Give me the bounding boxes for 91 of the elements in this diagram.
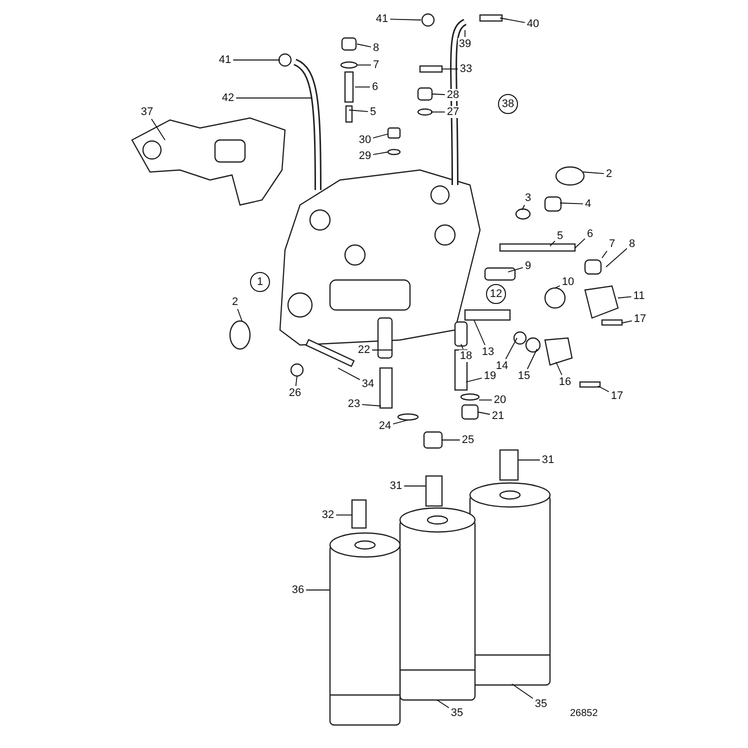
leader-line <box>362 404 382 406</box>
callout-number: 9 <box>524 260 532 272</box>
leader-line <box>392 420 408 424</box>
leader-line <box>356 64 372 66</box>
leader-line <box>372 134 388 138</box>
leader-line <box>606 248 628 268</box>
callout-number: 30 <box>358 134 372 146</box>
leader-line <box>442 68 458 70</box>
callout-number: 14 <box>494 360 510 372</box>
drawing-number: 26852 <box>570 708 598 719</box>
callout-number: 3 <box>524 192 532 204</box>
callout-number: 4 <box>584 198 592 210</box>
callout-number: 34 <box>360 378 376 390</box>
callout-number: 33 <box>458 63 474 75</box>
callout-number: 37 <box>140 106 154 118</box>
callout-number: 26 <box>288 387 302 399</box>
callout-number: 11 <box>632 290 646 302</box>
callout-number: 36 <box>290 584 306 596</box>
leader-line <box>474 320 486 346</box>
leader-line <box>522 204 525 210</box>
leader-line <box>598 386 610 392</box>
callout-number: 15 <box>516 370 532 382</box>
leader-line <box>550 240 556 246</box>
leader-line <box>295 376 298 386</box>
leader-line <box>436 700 450 708</box>
callout-number: 41 <box>374 13 390 25</box>
callout-number: 27 <box>446 106 460 118</box>
callout-number: 28 <box>446 89 460 101</box>
callout-number: 1 <box>250 272 270 292</box>
leader-line <box>526 348 538 370</box>
callout-number: 19 <box>482 370 498 382</box>
leader-line <box>478 412 490 415</box>
callout-number: 17 <box>632 313 648 325</box>
callout-number: 5 <box>556 230 564 242</box>
leader-line <box>336 514 352 516</box>
callout-number: 6 <box>586 228 594 240</box>
callout-number: 20 <box>492 394 508 406</box>
leader-line <box>560 202 584 204</box>
callout-number: 2 <box>230 296 240 308</box>
leader-line <box>151 118 166 140</box>
leader-line <box>512 684 534 699</box>
callout-number: 31 <box>388 480 404 492</box>
callout-number: 13 <box>480 346 496 358</box>
callout-number: 17 <box>610 390 624 402</box>
leader-line <box>508 267 524 272</box>
callout-number: 8 <box>628 238 636 250</box>
leader-line <box>554 285 560 288</box>
leader-line <box>505 338 518 360</box>
callout-number: 31 <box>540 454 556 466</box>
leader-line <box>390 18 422 20</box>
leader-line <box>432 94 446 96</box>
leader-line <box>460 344 464 350</box>
callout-number: 12 <box>486 284 506 304</box>
callout-number: 24 <box>378 420 392 432</box>
leader-line <box>618 296 632 298</box>
leader-line <box>464 30 466 38</box>
callout-number: 6 <box>370 81 380 93</box>
callout-number: 8 <box>372 42 380 54</box>
leader-line <box>338 368 360 380</box>
callout-number: 35 <box>450 707 464 719</box>
callout-number: 2 <box>604 168 614 180</box>
leader-line <box>500 18 526 23</box>
leader-line <box>556 362 562 376</box>
leader-line <box>348 110 368 112</box>
leader-line <box>582 172 604 174</box>
callout-number: 32 <box>320 509 336 521</box>
callout-number: 7 <box>372 59 380 71</box>
callout-number: 29 <box>358 150 372 162</box>
callout-number: 39 <box>458 38 472 50</box>
callout-number: 18 <box>458 350 474 362</box>
callout-number: 25 <box>460 434 476 446</box>
leader-line <box>237 308 242 322</box>
callout-number: 22 <box>356 344 372 356</box>
callout-number: 42 <box>220 92 236 104</box>
callout-number: 5 <box>368 106 378 118</box>
callout-number: 21 <box>490 410 506 422</box>
callout-number: 35 <box>534 698 548 710</box>
leader-line <box>574 238 586 248</box>
leader-line <box>372 152 388 156</box>
leader-line <box>354 86 370 88</box>
callout-number: 16 <box>558 376 572 388</box>
leader-line <box>602 250 608 258</box>
callout-number: 7 <box>608 238 616 250</box>
callout-number: 10 <box>560 276 576 288</box>
callout-number: 40 <box>526 18 540 30</box>
callout-number: 38 <box>498 94 518 114</box>
callout-number: 41 <box>218 54 232 66</box>
leader-line <box>356 44 372 48</box>
callout-number: 23 <box>346 398 362 410</box>
leader-line <box>622 320 632 324</box>
leader-line <box>466 378 482 382</box>
